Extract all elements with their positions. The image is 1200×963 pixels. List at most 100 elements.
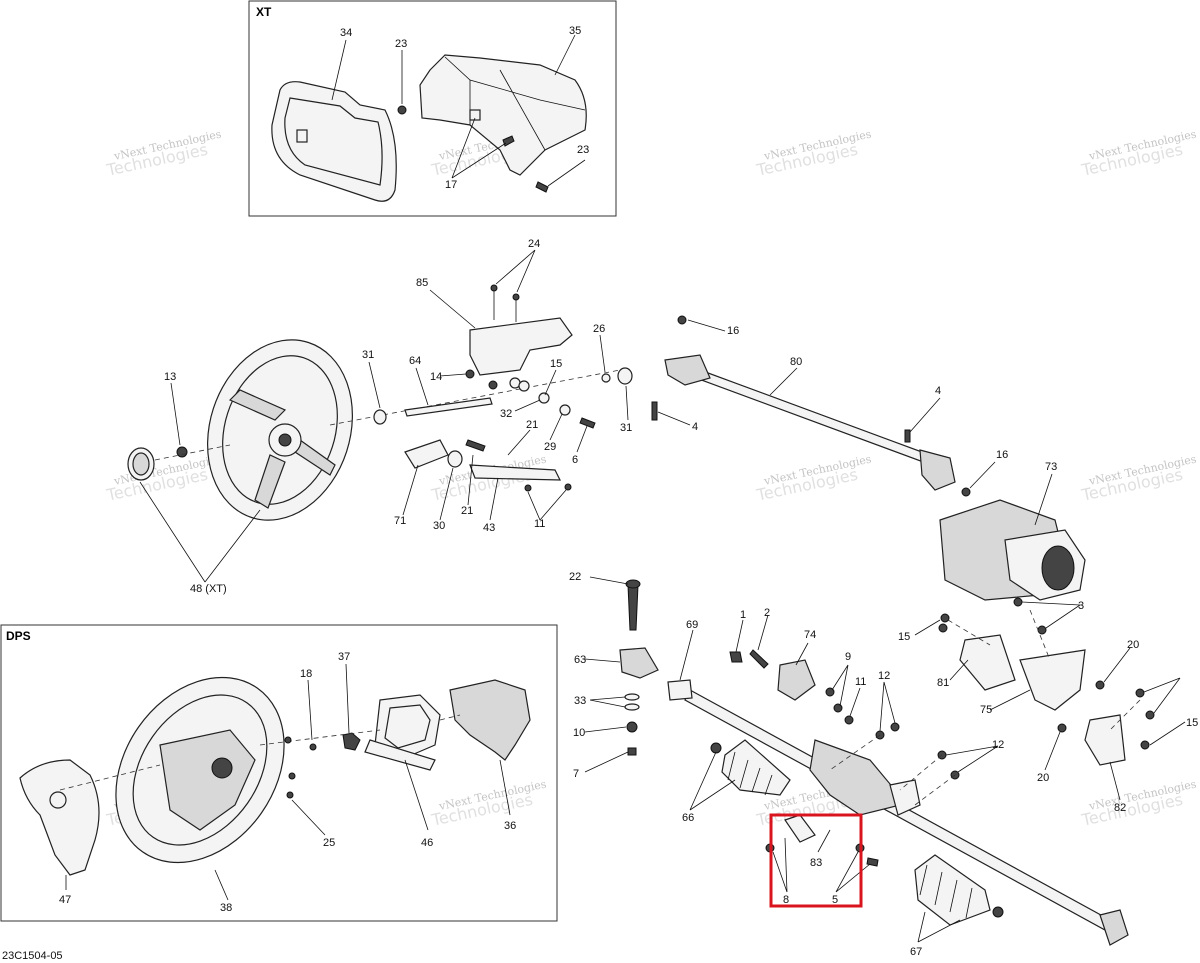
callout-label: 25 bbox=[323, 837, 335, 849]
boot-67 bbox=[914, 854, 991, 926]
leader-43 bbox=[489, 477, 499, 521]
xt-screw-small bbox=[535, 181, 549, 193]
leader-26 bbox=[599, 334, 606, 373]
callout-label: 24 bbox=[528, 238, 540, 250]
bracket-75 bbox=[1019, 649, 1086, 711]
leader-73 bbox=[1034, 473, 1053, 526]
leader-82 bbox=[1109, 761, 1121, 801]
callout-label: 26 bbox=[593, 323, 605, 335]
callout-label: 35 bbox=[569, 25, 581, 37]
dps-screw-d bbox=[286, 791, 294, 799]
xt-leader-34 bbox=[331, 39, 347, 101]
dps-leader-46 bbox=[404, 759, 429, 831]
tie-rod-end-right bbox=[1099, 909, 1129, 946]
dps-leader-38 bbox=[214, 869, 229, 901]
washer-33a bbox=[624, 693, 640, 701]
nut-9b bbox=[833, 703, 843, 713]
wheel-center-cap-ring bbox=[132, 452, 150, 476]
leader-4b bbox=[909, 397, 941, 433]
leader-24 bbox=[495, 249, 536, 293]
tie-rod-bolt-22 bbox=[627, 584, 639, 631]
callout-label: 66 bbox=[682, 812, 694, 824]
leader-71 bbox=[402, 464, 419, 516]
leader-9 bbox=[831, 664, 849, 707]
leader-21b bbox=[467, 454, 474, 506]
cotter-pin-7 bbox=[627, 747, 637, 756]
bracket-82 bbox=[1084, 714, 1126, 766]
callout-label: 64 bbox=[409, 355, 421, 367]
callout-label: 3 bbox=[1078, 600, 1084, 612]
leader-14 bbox=[439, 373, 467, 377]
callout-label: 73 bbox=[1045, 461, 1057, 473]
highlight-box[interactable] bbox=[769, 813, 863, 908]
callout-label: 6 bbox=[572, 454, 578, 466]
leader-66 bbox=[689, 751, 736, 811]
washer-33b bbox=[624, 703, 640, 711]
callout-label: 20 bbox=[1127, 639, 1139, 651]
bolt-12b bbox=[890, 722, 900, 732]
callout-label: 5 bbox=[832, 894, 838, 906]
callout-label: 12 bbox=[878, 670, 890, 682]
xt-leader-23b bbox=[547, 159, 586, 187]
callout-label: 46 bbox=[421, 837, 433, 849]
leader-85 bbox=[429, 289, 476, 329]
callout-label: 47 bbox=[59, 894, 71, 906]
dps-leader-37 bbox=[345, 663, 350, 734]
wheel-hub-center bbox=[278, 433, 292, 447]
callout-label: 13 bbox=[164, 371, 176, 383]
xt-inset-title: XT bbox=[256, 5, 272, 19]
bushing-31 bbox=[617, 367, 633, 385]
callout-label: 18 bbox=[300, 668, 312, 680]
callout-label: 75 bbox=[980, 704, 992, 716]
callout-label: 16 bbox=[996, 449, 1008, 461]
ring-26 bbox=[601, 373, 611, 383]
main-steering-column bbox=[127, 249, 996, 583]
dps-leader-18 bbox=[307, 679, 313, 741]
leader-11c bbox=[849, 687, 861, 717]
intermediate-shaft-43 bbox=[469, 464, 561, 481]
callout-label: 33 bbox=[574, 695, 586, 707]
callout-label: 83 bbox=[810, 857, 822, 869]
leader-4a bbox=[657, 411, 691, 426]
dps-display-screen bbox=[384, 704, 431, 749]
bolt-3a bbox=[1013, 597, 1023, 607]
dps-inset-title: DPS bbox=[6, 629, 31, 643]
leader-5 bbox=[835, 851, 871, 893]
pinion-bracket-74 bbox=[777, 659, 816, 701]
callout-labels: 34 23 35 23 17 24 85 13 31 64 14 15 26 1… bbox=[59, 25, 1198, 958]
callout-label: 23 bbox=[577, 144, 589, 156]
leader-6 bbox=[576, 425, 588, 453]
leader-31b bbox=[625, 385, 629, 421]
callout-label: 9 bbox=[845, 651, 851, 663]
leader-15c bbox=[1149, 721, 1186, 746]
leader-69 bbox=[679, 629, 694, 681]
rack-bolt-axis bbox=[829, 734, 956, 806]
leader-29 bbox=[549, 413, 563, 441]
callout-label: 14 bbox=[430, 371, 442, 383]
xt-inset-frame bbox=[248, 0, 617, 217]
u-joint-lower bbox=[919, 449, 956, 491]
leader-80 bbox=[769, 367, 798, 396]
callout-label: 15 bbox=[1186, 717, 1198, 729]
callout-label: 80 bbox=[790, 356, 802, 368]
callout-label: 48 (XT) bbox=[190, 583, 227, 595]
leader-12a bbox=[879, 681, 896, 732]
xt-cover bbox=[419, 54, 587, 176]
callout-label: 85 bbox=[416, 277, 428, 289]
callout-label: 36 bbox=[504, 820, 516, 832]
callout-label: 4 bbox=[692, 421, 698, 433]
mount-bolt-83 bbox=[784, 814, 816, 843]
leader-1 bbox=[735, 619, 744, 653]
bolt-4a bbox=[651, 401, 658, 421]
bracket-axis bbox=[947, 609, 1141, 731]
tie-rod-bolt-head bbox=[625, 579, 641, 589]
bolt-1 bbox=[729, 651, 743, 663]
nut-16b bbox=[961, 487, 971, 497]
dps-inset: DPS bbox=[0, 624, 558, 922]
dps-screw-b bbox=[284, 736, 292, 744]
xt-dash-bezel-inner bbox=[284, 97, 383, 186]
callout-label: 20 bbox=[1037, 772, 1049, 784]
dps-leader-25 bbox=[291, 799, 326, 836]
callout-label: 82 bbox=[1114, 802, 1126, 814]
